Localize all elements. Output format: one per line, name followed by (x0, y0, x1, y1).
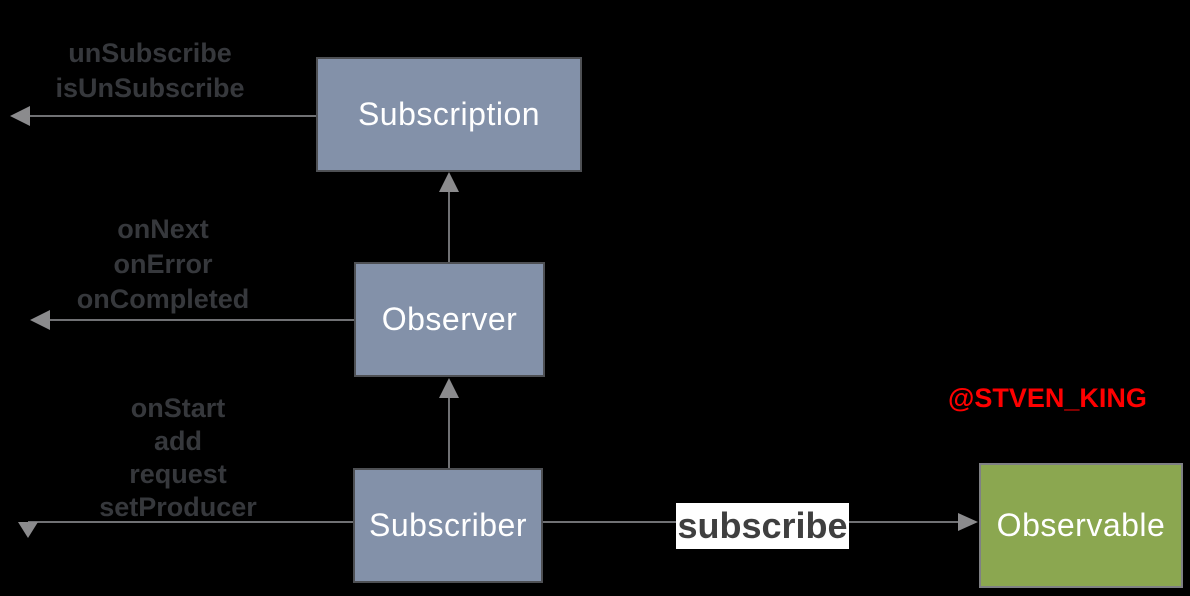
arrow-subscription-left-line (12, 115, 316, 117)
observer-box-label: Observer (381, 301, 518, 337)
subscribe-label: subscribe (676, 503, 849, 549)
arrow-subscriber-to-observer-line (448, 396, 450, 468)
method-label-line: onCompleted (76, 284, 250, 314)
observer-methods-label: onNext onError onCompleted (43, 212, 283, 317)
method-label-line: onNext (117, 214, 209, 244)
subscriber-box: Subscriber (353, 468, 543, 583)
subscribe-label-text: subscribe (677, 505, 848, 546)
arrow-subscriber-left-line (28, 521, 353, 523)
subscription-methods-label: unSubscribe isUnSubscribe (30, 36, 270, 106)
method-label-line: isUnSubscribe (55, 73, 245, 103)
arrow-observer-left-line (32, 319, 354, 321)
observable-box-label: Observable (996, 507, 1166, 543)
observable-box: Observable (979, 463, 1183, 588)
method-label-line: unSubscribe (68, 38, 232, 68)
up-arrowhead-icon (439, 378, 459, 398)
method-label-line: setProducer (99, 492, 257, 522)
left-arrowhead-icon (30, 310, 50, 330)
left-arrowhead-icon (10, 106, 30, 126)
method-label-line: onError (113, 249, 213, 279)
subscription-box: Subscription (316, 57, 582, 172)
subscription-box-label: Subscription (357, 96, 541, 132)
right-arrowhead-icon (958, 513, 978, 531)
down-arrowhead-icon (18, 522, 38, 538)
arrow-observer-to-subscription-line (448, 190, 450, 262)
subscriber-box-label: Subscriber (369, 507, 527, 543)
watermark-text: @STVEN_KING (948, 383, 1147, 413)
method-label-line: add (153, 426, 202, 456)
method-label-line: onStart (130, 393, 226, 423)
observer-box: Observer (354, 262, 545, 377)
subscriber-methods-label: onStart add request setProducer (58, 392, 298, 524)
up-arrowhead-icon (439, 172, 459, 192)
method-label-line: request (129, 459, 227, 489)
